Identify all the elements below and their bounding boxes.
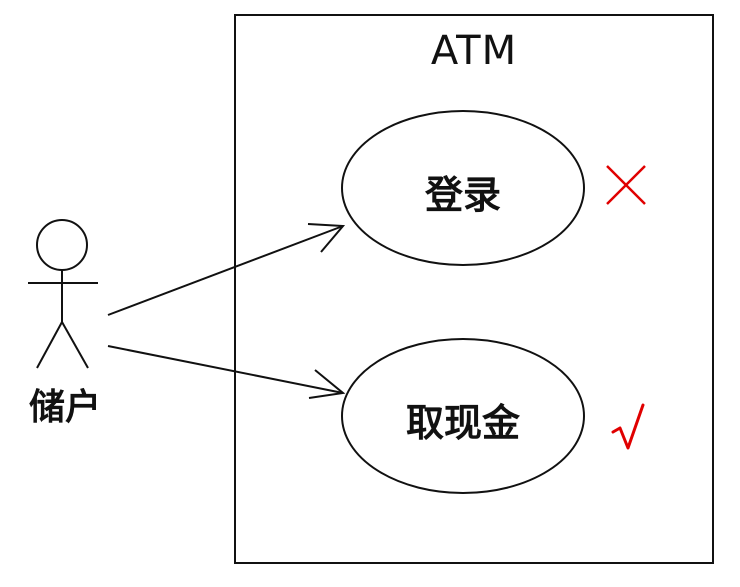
usecase-ellipse-withdraw <box>341 338 585 494</box>
usecase-label-login: 登录 <box>424 173 501 217</box>
actor-label: 储户 <box>28 387 101 428</box>
usecase-label-withdraw: 取现金 <box>405 401 520 445</box>
system-title: ATM <box>430 28 518 74</box>
system-boundary <box>234 14 714 564</box>
cross-icon <box>606 165 646 205</box>
association-withdraw <box>107 345 346 399</box>
actor-left-leg <box>36 321 63 369</box>
actor-head <box>36 219 88 271</box>
usecase-ellipse-login <box>341 110 585 266</box>
actor-figure <box>28 219 98 369</box>
check-icon <box>611 403 645 450</box>
association-login <box>107 223 346 316</box>
actor-right-leg <box>61 321 89 369</box>
